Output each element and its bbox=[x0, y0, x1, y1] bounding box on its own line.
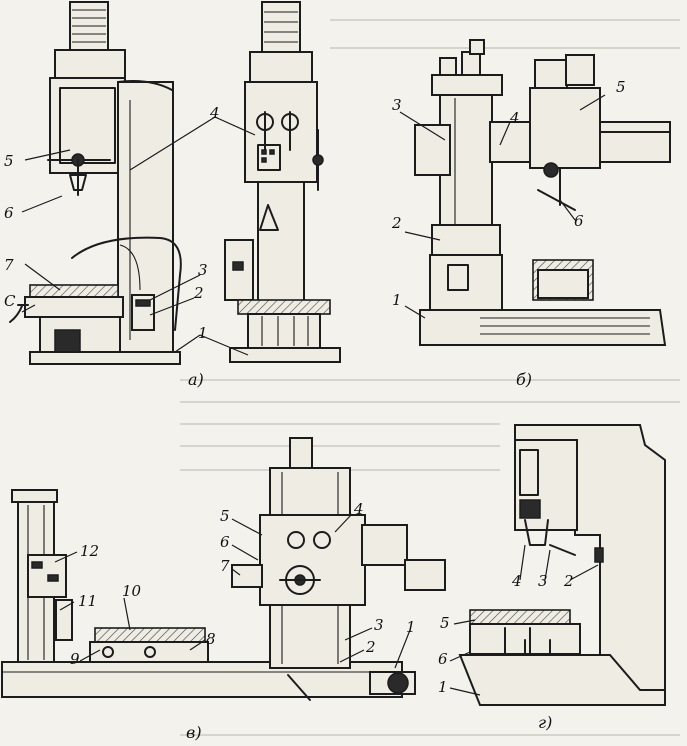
fig-g-label-6: 6 bbox=[438, 650, 448, 668]
fig-v-caption: в) bbox=[186, 723, 202, 742]
fig-b-label-3: 3 bbox=[392, 96, 402, 114]
fig-b-label-2: 2 bbox=[391, 214, 402, 232]
fig-a-label-5: 5 bbox=[4, 152, 14, 170]
figure-a-vertical-drill: 5 6 7 С 3 2 1 4 а) bbox=[4, 1, 341, 389]
fig-v-label-8: 8 bbox=[206, 630, 216, 648]
figure-b-radial-drill: 3 4 5 2 6 1 б) bbox=[391, 39, 671, 389]
fig-a-label-c: С bbox=[4, 292, 16, 310]
fig-g-caption: г) bbox=[538, 713, 552, 732]
fig-a-label-2: 2 bbox=[193, 284, 204, 302]
fig-v-label-9: 9 bbox=[70, 650, 80, 668]
fig-a-label-3: 3 bbox=[198, 261, 208, 279]
figure-g-jig-machine: 4 3 2 5 6 1 г) bbox=[438, 424, 666, 732]
fig-a-label-7: 7 bbox=[4, 256, 14, 274]
fig-v-label-10: 10 bbox=[122, 582, 142, 600]
fig-g-label-5: 5 bbox=[440, 614, 450, 632]
fig-b-label-6: 6 bbox=[574, 212, 584, 230]
fig-b-label-1: 1 bbox=[392, 291, 402, 309]
fig-v-label-12: 12 bbox=[80, 542, 99, 560]
fig-b-caption: б) bbox=[516, 370, 532, 389]
fig-v-label-3: 3 bbox=[374, 616, 384, 634]
fig-v-label-2: 2 bbox=[365, 638, 376, 656]
fig-v-label-6: 6 bbox=[220, 533, 230, 551]
fig-g-label-3: 3 bbox=[538, 572, 548, 590]
fig-b-label-4: 4 bbox=[509, 109, 520, 127]
fig-v-label-4: 4 bbox=[353, 500, 364, 518]
fig-v-label-11: 11 bbox=[78, 592, 97, 610]
bleed-through-text bbox=[180, 19, 680, 736]
fig-g-label-4: 4 bbox=[511, 572, 522, 590]
fig-g-label-2: 2 bbox=[563, 572, 574, 590]
fig-a-label-4: 4 bbox=[209, 104, 220, 122]
figure-v-boring-mill: 12 11 10 9 8 5 6 7 4 3 2 1 в) bbox=[1, 437, 446, 742]
fig-g-label-1: 1 bbox=[438, 678, 448, 696]
fig-a-label-6: 6 bbox=[4, 204, 14, 222]
fig-b-label-5: 5 bbox=[616, 78, 626, 96]
fig-v-label-7: 7 bbox=[220, 557, 230, 575]
fig-v-label-5: 5 bbox=[220, 507, 230, 525]
fig-a-label-1: 1 bbox=[198, 324, 208, 342]
fig-a-caption: а) bbox=[188, 370, 204, 389]
fig-v-label-1: 1 bbox=[406, 618, 416, 636]
